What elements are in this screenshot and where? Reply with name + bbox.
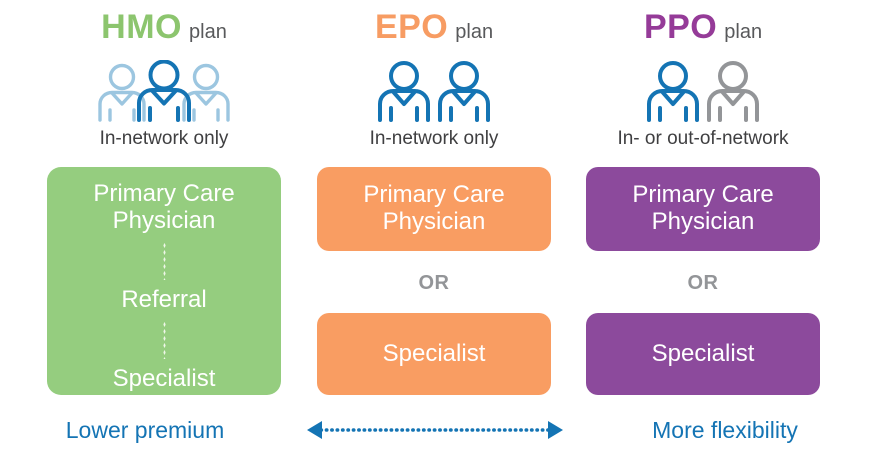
more-flexibility-label: More flexibility <box>652 416 798 443</box>
plan-card-ppo-specialist[interactable]: Specialist <box>586 313 820 395</box>
plan-title-epo: EPO plan <box>295 0 573 56</box>
dotted-connector-top <box>162 241 166 280</box>
plan-word: plan <box>189 21 227 43</box>
icon-row-ppo <box>564 56 842 122</box>
card-stack-hmo: Primary Care Physician Referral Speciali… <box>25 167 303 395</box>
plan-word: plan <box>455 21 494 43</box>
icon-row-epo <box>295 56 573 122</box>
three-people-icon <box>90 60 238 122</box>
icon-row-hmo <box>25 56 303 122</box>
step-referral: Referral <box>121 285 207 313</box>
plan-abbreviation: PPO <box>643 8 718 46</box>
plan-column-epo: EPO plan <box>295 0 573 400</box>
plan-word: plan <box>724 21 763 43</box>
step-primary-care-physician: Primary Care Physician <box>93 180 235 234</box>
two-people-one-gray-icon <box>642 60 764 122</box>
plan-card-epo-specialist[interactable]: Specialist <box>317 313 551 395</box>
plan-card-epo-primary[interactable]: Primary Care Physician <box>317 167 551 251</box>
network-label-epo: In-network only <box>369 128 499 149</box>
plan-card-ppo-primary[interactable]: Primary Care Physician <box>586 167 820 251</box>
plan-abbreviation: HMO <box>101 8 182 46</box>
or-connector-epo: OR <box>418 271 450 294</box>
plan-card-hmo[interactable]: Primary Care Physician Referral Speciali… <box>47 167 281 395</box>
plan-abbreviation: EPO <box>374 8 449 46</box>
card-stack-ppo: Primary Care Physician OR Specialist <box>564 167 842 395</box>
network-label-ppo: In- or out-of-network <box>617 128 789 149</box>
lower-premium-label: Lower premium <box>65 416 225 443</box>
network-label-hmo: In-network only <box>99 128 229 149</box>
double-headed-dotted-arrow <box>285 417 585 443</box>
dotted-connector-bottom <box>162 320 166 359</box>
card-stack-epo: Primary Care Physician OR Specialist <box>295 167 573 395</box>
two-people-icon <box>373 60 495 122</box>
or-connector-ppo: OR <box>687 271 719 294</box>
plan-column-ppo: PPO plan <box>564 0 842 400</box>
plan-title-ppo: PPO plan <box>564 0 842 56</box>
comparison-bar: Lower premium More flexibility <box>0 404 870 456</box>
plan-title-hmo: HMO plan <box>25 0 303 56</box>
step-specialist: Specialist <box>112 364 216 392</box>
plan-column-hmo: HMO plan <box>25 0 303 400</box>
